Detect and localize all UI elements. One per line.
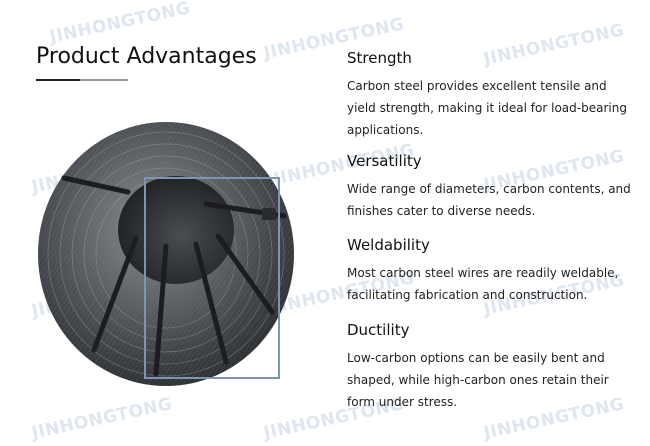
steel-wire-coil-image [38, 122, 294, 386]
advantage-text: Carbon steel provides excellent tensile … [347, 79, 627, 137]
watermark: JINHONGTONG [30, 394, 175, 444]
advantage-ductility: Ductility Low-carbon options can be easi… [347, 321, 632, 413]
advantage-title: Weldability [347, 236, 430, 254]
advantage-strength: Strength Carbon steel provides excellent… [347, 49, 632, 141]
title-underline-accent [36, 79, 80, 81]
coil-clip [262, 208, 276, 220]
advantage-text: Low-carbon options can be easily bent an… [347, 351, 609, 409]
advantage-text: Wide range of diameters, carbon contents… [347, 182, 631, 218]
advantage-text: Most carbon steel wires are readily weld… [347, 266, 619, 302]
advantage-title: Ductility [347, 321, 410, 339]
watermark: JINHONGTONG [48, 0, 193, 48]
coil-rings [47, 131, 285, 377]
page-title: Product Advantages [36, 44, 257, 69]
advantage-title: Strength [347, 49, 412, 67]
advantage-versatility: Versatility Wide range of diameters, car… [347, 152, 632, 222]
advantage-title: Versatility [347, 152, 422, 170]
advantage-weldability: Weldability Most carbon steel wires are … [347, 236, 632, 306]
image-frame [144, 177, 280, 379]
title-underline [36, 79, 128, 81]
